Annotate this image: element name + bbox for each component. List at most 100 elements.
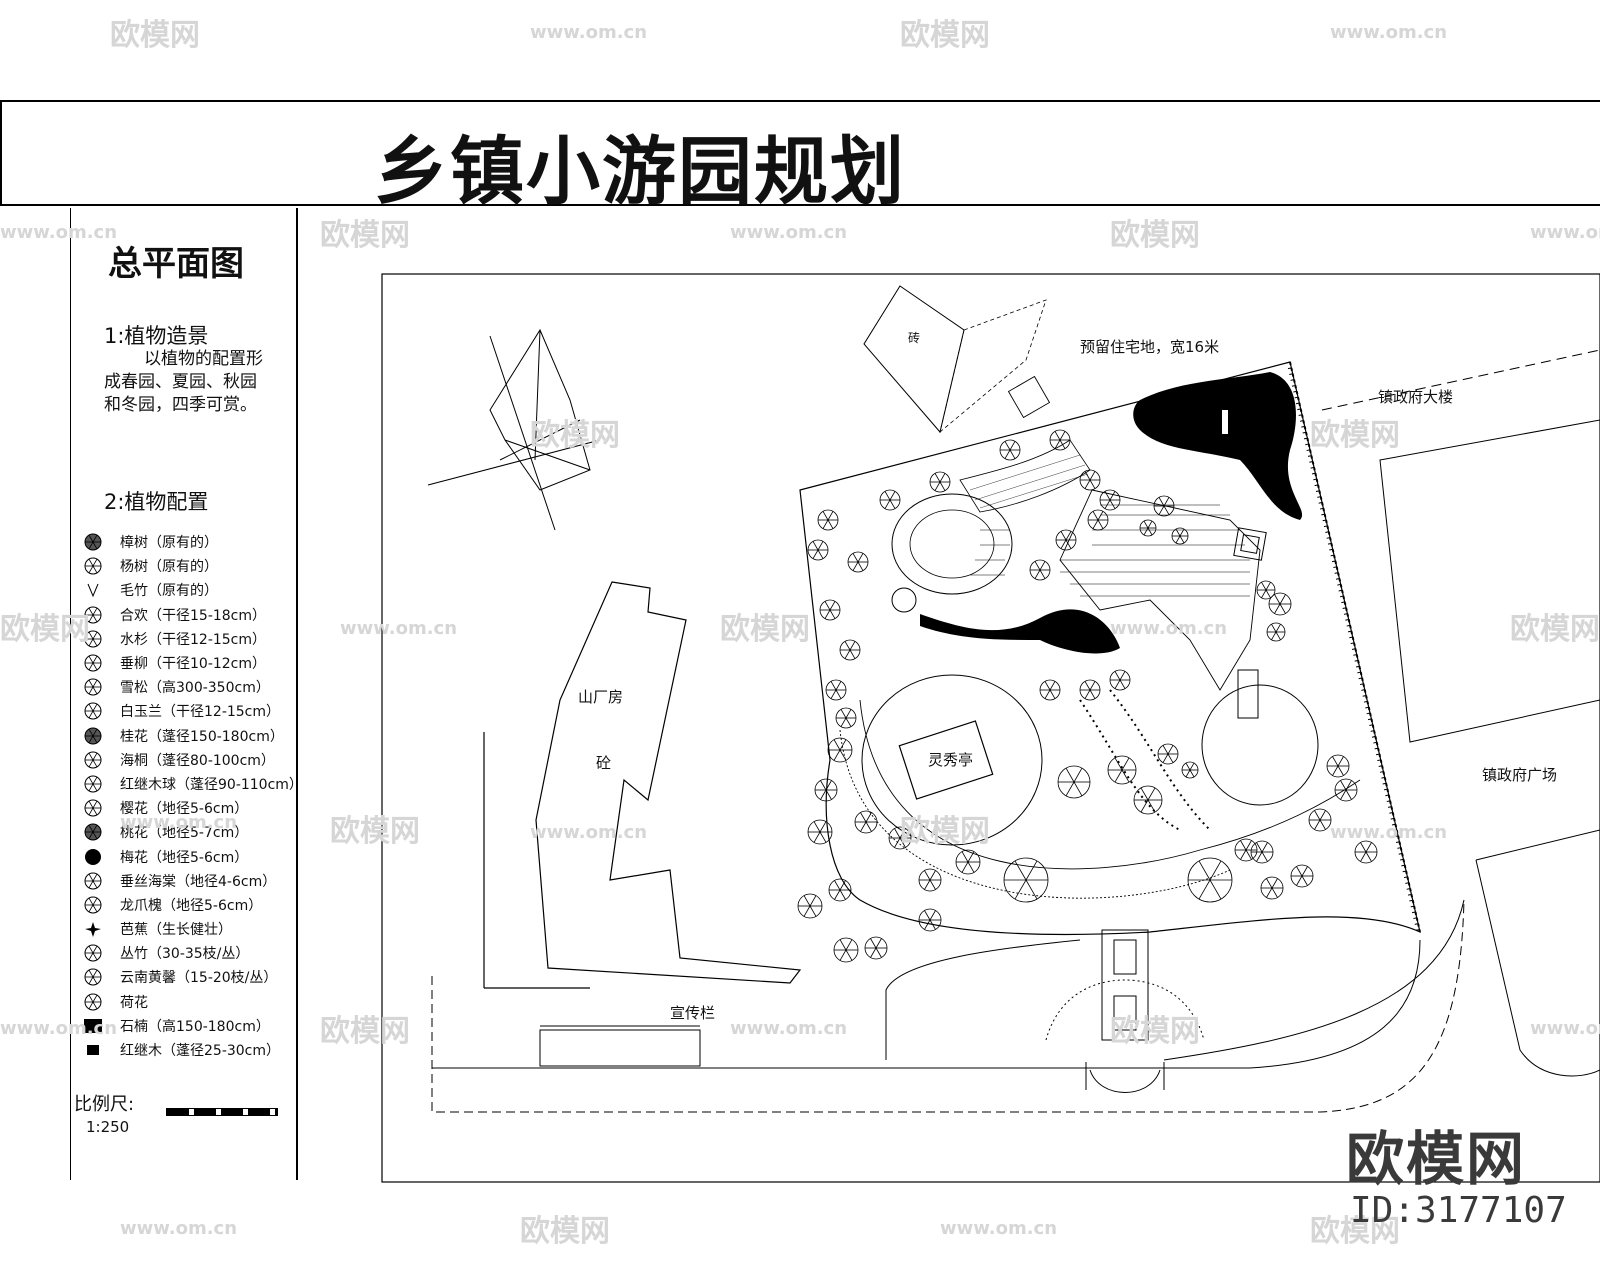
legend-item-label: 丛竹（30-35枝/丛） — [120, 946, 250, 963]
legend-item-label: 垂柳（干径10-12cm） — [120, 656, 267, 673]
stream-black — [920, 609, 1120, 654]
legend-item: 龙爪槐（地径5-6cm） — [82, 893, 297, 917]
site-boundary — [381, 273, 1600, 1183]
banana-icon — [82, 919, 104, 939]
legend-item: 石楠（高150-180cm） — [82, 1014, 297, 1038]
legend-item: 云南黄馨（15-20枝/丛） — [82, 965, 297, 989]
legend-item-label: 合欢（干径15-18cm） — [120, 607, 267, 624]
trees-group — [797, 429, 1378, 963]
title-row: 乡镇小游园规划 — [0, 100, 1600, 215]
legend-item: 芭蕉（生长健壮） — [82, 917, 297, 941]
legend-item: 垂丝海棠（地径4-6cm） — [82, 869, 297, 893]
tree-dense-icon — [82, 532, 104, 552]
small-building-label: 砖 — [908, 330, 920, 345]
square-small-icon — [82, 1040, 104, 1060]
legend-item-label: 樟树（原有的） — [120, 535, 218, 552]
section1-title: 1:植物造景 — [104, 324, 209, 348]
legend-item-label: 桃花（地径5-7cm） — [120, 825, 249, 842]
main-title: 乡镇小游园规划 — [374, 129, 906, 215]
plaza-circle — [861, 674, 1043, 846]
legend-item: 白玉兰（干径12-15cm） — [82, 699, 297, 723]
legend-item: 垂柳（干径10-12cm） — [82, 651, 297, 675]
scale-value: 1:250 — [86, 1118, 130, 1136]
legend-item: 红继木球（蓬径90-110cm） — [82, 772, 303, 796]
bamboo-icon — [82, 580, 104, 600]
tree-claw-icon — [82, 895, 104, 915]
brand-logo-text: 欧模网 — [1346, 1125, 1527, 1193]
drawing-frame: 乡镇小游园规划 总平面图 1:植物造景 以植物的配置形成春园、夏园、秋园和冬园，… — [0, 100, 1600, 1180]
legend-item-label: 龙爪槐（地径5-6cm） — [120, 897, 263, 914]
legend-item: 雪松（高300-350cm） — [82, 675, 297, 699]
pond-black — [1133, 372, 1303, 520]
legend-item: 海桐（蓬径80-100cm） — [82, 748, 297, 772]
tree-cedar-icon — [82, 677, 104, 697]
tree-spiky-icon — [82, 629, 104, 649]
square-solid-icon — [82, 1016, 104, 1036]
legend-item-label: 云南黄馨（15-20枝/丛） — [120, 970, 278, 987]
tree-star-icon — [82, 605, 104, 625]
legend-item: 杨树（原有的） — [82, 554, 297, 578]
lotus-icon — [82, 992, 104, 1012]
legend-item: 樱花（地径5-6cm） — [82, 796, 297, 820]
legend-item-label: 樱花（地径5-6cm） — [120, 801, 249, 818]
factory-building — [535, 581, 802, 984]
legend-item: 水杉（干径12-15cm） — [82, 627, 297, 651]
legend-item: 丛竹（30-35枝/丛） — [82, 941, 297, 965]
scale-label: 比例尺: — [74, 1094, 135, 1115]
shrub-cross-icon — [82, 750, 104, 770]
gov-square-label: 镇政府广场 — [1482, 766, 1557, 784]
legend-item-label: 荷花 — [120, 994, 148, 1011]
legend-item-label: 海桐（蓬径80-100cm） — [120, 752, 275, 769]
scale-bar — [166, 1108, 278, 1116]
factory-label: 山厂房 — [578, 688, 623, 706]
pavilion-rect — [898, 720, 994, 800]
legend-item-label: 白玉兰（干径12-15cm） — [120, 704, 281, 721]
bamboo-cluster-icon — [82, 943, 104, 963]
plant-legend-list: 樟树（原有的） 杨树（原有的） 毛竹（原有的） 合欢（干径15-18cm） 水杉（干径1… — [82, 530, 303, 1062]
tree-wheel-icon — [82, 701, 104, 721]
flower-swirl-icon — [82, 871, 104, 891]
legend-item: 桃花（地径5-7cm） — [82, 820, 297, 844]
park-outline — [799, 361, 1421, 936]
legend-heading: 总平面图 — [108, 244, 244, 284]
legend-item-label: 水杉（干径12-15cm） — [120, 631, 267, 648]
legend-item: 毛竹（原有的） — [82, 578, 297, 602]
legend-item-label: 红继木球（蓬径90-110cm） — [120, 776, 303, 793]
legend-item-label: 梅花（地径5-6cm） — [120, 849, 249, 866]
board-label: 宣传栏 — [670, 1004, 715, 1022]
legend-item: 红继木（蓬径25-30cm） — [82, 1038, 297, 1062]
legend-item-label: 垂丝海棠（地径4-6cm） — [120, 873, 277, 890]
legend-item: 桂花（蓬径150-180cm） — [82, 724, 297, 748]
reserved-land-label: 预留住宅地，宽16米 — [1080, 338, 1219, 356]
jasmine-icon — [82, 967, 104, 987]
shrub-scallop-icon — [82, 774, 104, 794]
legend-item-label: 红继木（蓬径25-30cm） — [120, 1043, 281, 1060]
section2-title: 2:植物配置 — [104, 490, 209, 514]
legend-item-label: 桂花（蓬径150-180cm） — [120, 728, 284, 745]
concrete-label: 砼 — [596, 754, 611, 772]
brand-id: ID:3177107 — [1350, 1190, 1567, 1231]
shrub-dense-icon — [82, 726, 104, 746]
publicity-board — [539, 1029, 701, 1067]
tree-spoke-icon — [82, 556, 104, 576]
legend-panel: 总平面图 1:植物造景 以植物的配置形成春园、夏园、秋园和冬园，四季可赏。 2:… — [0, 208, 303, 1180]
legend-divider — [70, 208, 71, 1180]
north-arrow-icon — [427, 328, 601, 531]
legend-item: 合欢（干径15-18cm） — [82, 603, 297, 627]
legend-item-label: 毛竹（原有的） — [120, 583, 218, 600]
section1-text: 以植物的配置形成春园、夏园、秋园和冬园，四季可赏。 — [104, 349, 263, 415]
pavilion-label: 灵秀亭 — [928, 751, 973, 769]
flower-ring-icon — [82, 798, 104, 818]
legend-item: 荷花 — [82, 990, 297, 1014]
legend-item: 梅花（地径5-6cm） — [82, 844, 297, 868]
small-building — [863, 285, 965, 434]
flower-solid-icon — [82, 847, 104, 867]
legend-item-label: 石楠（高150-180cm） — [120, 1018, 270, 1035]
legend-item-label: 芭蕉（生长健壮） — [120, 922, 232, 939]
legend-item: 樟树（原有的） — [82, 530, 297, 554]
legend-item-label: 杨树（原有的） — [120, 559, 218, 576]
tree-swirl-icon — [82, 653, 104, 673]
flower-dots-icon — [82, 822, 104, 842]
legend-item-label: 雪松（高300-350cm） — [120, 680, 270, 697]
